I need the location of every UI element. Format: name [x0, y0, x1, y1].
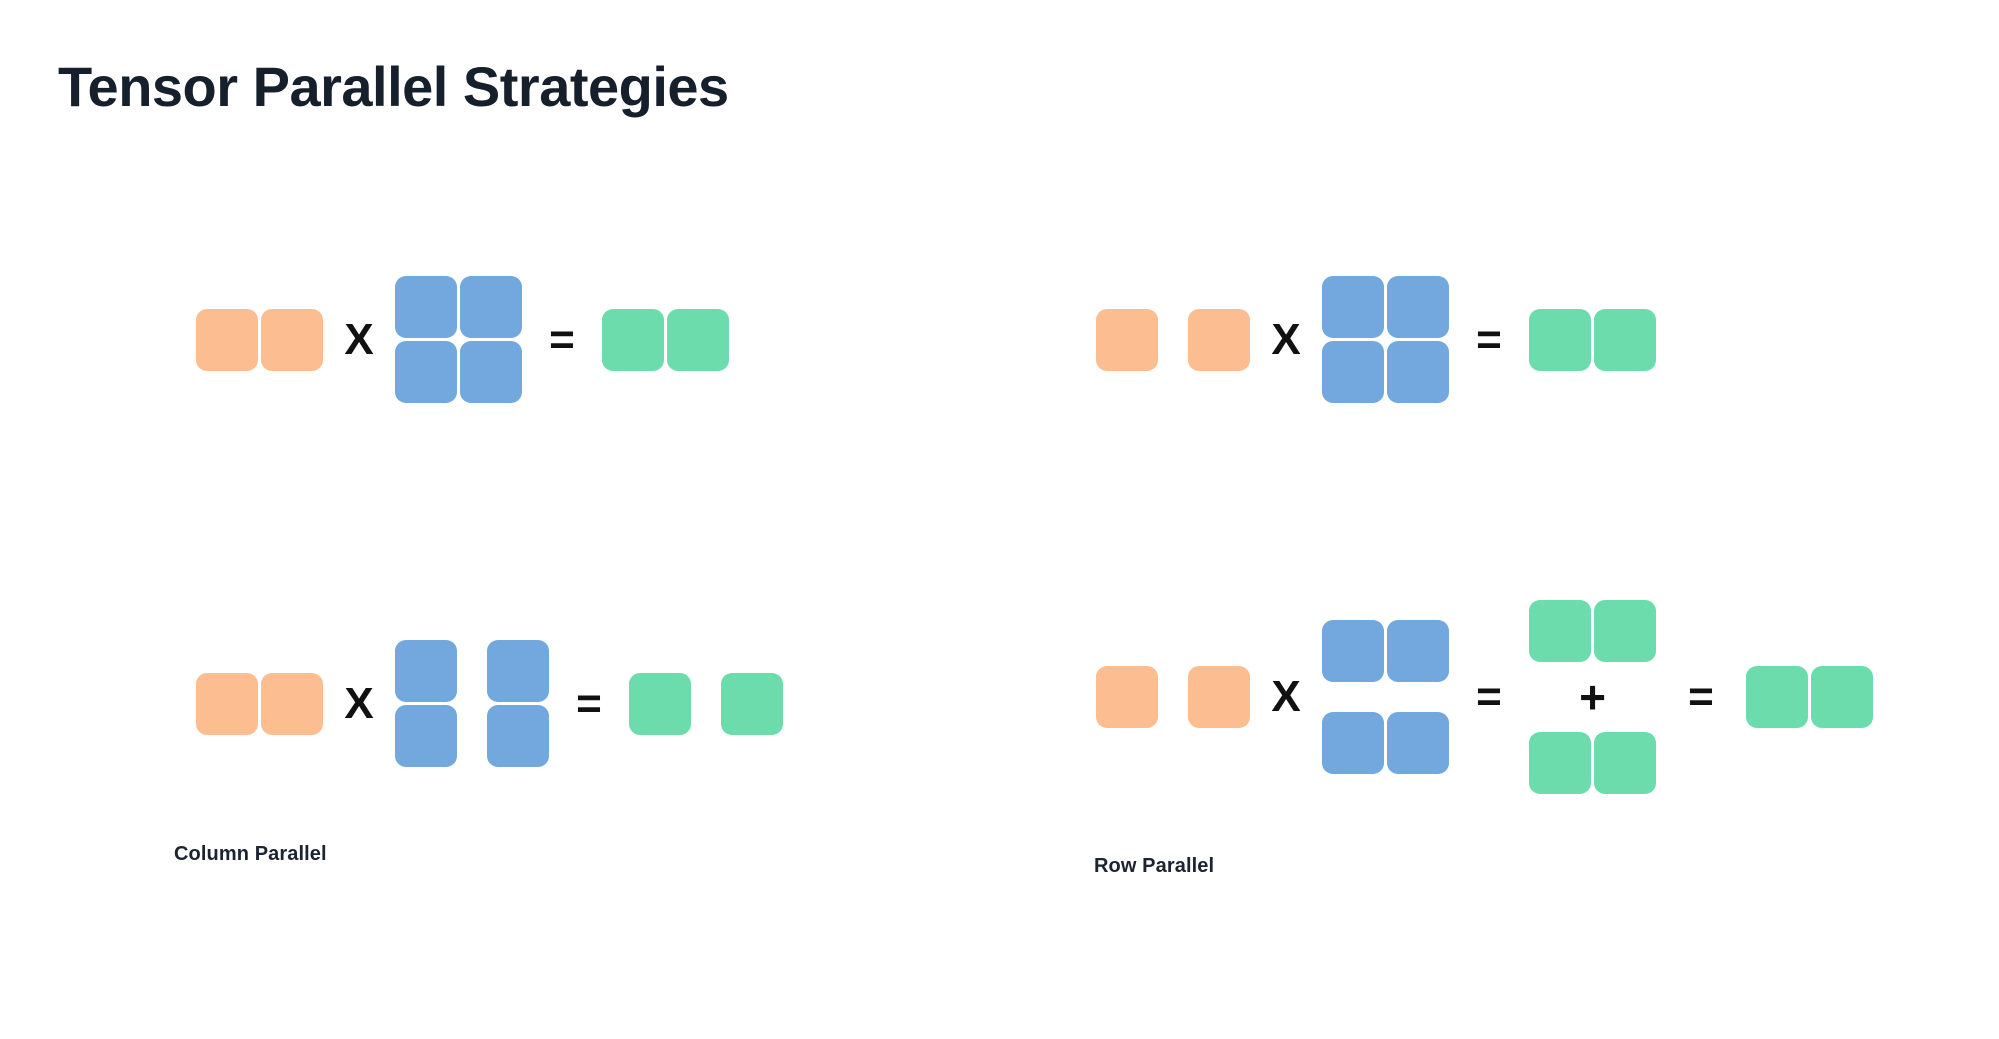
weight-shard — [487, 640, 549, 767]
matrix-cell — [196, 308, 258, 371]
matmul-equation: X = — [1096, 276, 1656, 403]
matrix-cell — [1594, 308, 1656, 371]
input-matrix-orange-column-sharded — [1096, 308, 1250, 371]
matrix-cell — [1594, 732, 1656, 794]
equals-operator: = — [1476, 672, 1502, 721]
matmul-equation: X = — [196, 640, 783, 767]
matrix-cell — [1322, 276, 1384, 338]
multiply-operator: X — [344, 314, 374, 364]
output-shard — [721, 672, 783, 735]
weight-matrix-blue — [1322, 276, 1449, 403]
partial-sums-group: + — [1529, 600, 1656, 794]
matmul-equation: X = — [196, 276, 729, 403]
multiply-operator: X — [344, 678, 374, 728]
matrix-cell — [1529, 600, 1591, 662]
matrix-cell — [1387, 712, 1449, 774]
column-parallel-caption: Column Parallel — [174, 843, 327, 865]
weight-matrix-blue-row-sharded — [1322, 620, 1449, 774]
output-matrix-green — [602, 308, 729, 371]
weight-shard — [1322, 712, 1449, 774]
matrix-cell — [1387, 620, 1449, 682]
matrix-row — [1529, 308, 1656, 371]
matrix-cell — [395, 705, 457, 767]
matrix-cell — [1529, 732, 1591, 794]
matrix-cell — [1322, 620, 1384, 682]
matrix-cell — [261, 308, 323, 371]
matrix-cell — [1746, 666, 1808, 728]
output-matrix-green — [1529, 308, 1656, 371]
matrix-cell — [395, 341, 457, 403]
row-parallel-caption: Row Parallel — [1094, 855, 1215, 877]
matrix-row — [602, 308, 729, 371]
output-shard — [629, 672, 691, 735]
matrix-cell — [1387, 276, 1449, 338]
matrix-cell — [1811, 666, 1873, 728]
matrix-cell — [602, 308, 664, 371]
weight-shard — [395, 640, 457, 767]
input-shard — [1096, 308, 1158, 371]
equals-operator: = — [1476, 314, 1502, 364]
matrix-cell — [667, 308, 729, 371]
column-parallel-unsharded-diagram: X = — [196, 276, 729, 403]
input-matrix-orange — [196, 308, 323, 371]
weight-matrix-blue-column-sharded — [395, 640, 549, 767]
matrix-row — [1746, 666, 1873, 728]
matrix-cell — [1529, 308, 1591, 371]
row-parallel-sharded-diagram: X = + = — [1096, 600, 1873, 794]
matrix-cell — [196, 672, 258, 735]
matrix-cell — [1322, 712, 1384, 774]
output-matrix-green-column-sharded — [629, 672, 783, 735]
matrix-cell — [460, 276, 522, 338]
multiply-operator: X — [1271, 672, 1301, 721]
matrix-cell — [1322, 341, 1384, 403]
matrix-cell — [487, 640, 549, 702]
row-parallel-unsharded-diagram: X = — [1096, 276, 1656, 403]
matrix-row — [196, 672, 323, 735]
matrix-row — [395, 276, 522, 338]
matrix-cell — [1387, 341, 1449, 403]
matrix-cell — [460, 341, 522, 403]
column-parallel-sharded-diagram: X = — [196, 640, 783, 767]
weight-shard — [1322, 620, 1449, 682]
input-shard — [1188, 308, 1250, 371]
input-matrix-orange — [196, 672, 323, 735]
partial-sum-matrix — [1529, 732, 1656, 794]
matrix-cell — [395, 640, 457, 702]
page-title: Tensor Parallel Strategies — [58, 55, 729, 118]
equals-operator: = — [576, 678, 602, 728]
matrix-cell — [487, 705, 549, 767]
plus-operator: + — [1579, 671, 1606, 723]
matrix-row — [395, 341, 522, 403]
weight-matrix-blue — [395, 276, 522, 403]
matmul-equation: X = + = — [1096, 600, 1873, 794]
equals-operator-reduce: = — [1688, 672, 1714, 721]
matrix-row — [196, 308, 323, 371]
equals-operator: = — [549, 314, 575, 364]
partial-sum-matrix — [1529, 600, 1656, 662]
input-shard — [1188, 666, 1250, 728]
matrix-row — [1322, 341, 1449, 403]
matrix-cell — [261, 672, 323, 735]
input-shard — [1096, 666, 1158, 728]
matrix-cell — [1594, 600, 1656, 662]
multiply-operator: X — [1271, 314, 1301, 364]
matrix-cell — [395, 276, 457, 338]
reduced-output-matrix-green — [1746, 666, 1873, 728]
matrix-row — [1322, 276, 1449, 338]
input-matrix-orange-column-sharded — [1096, 666, 1250, 728]
